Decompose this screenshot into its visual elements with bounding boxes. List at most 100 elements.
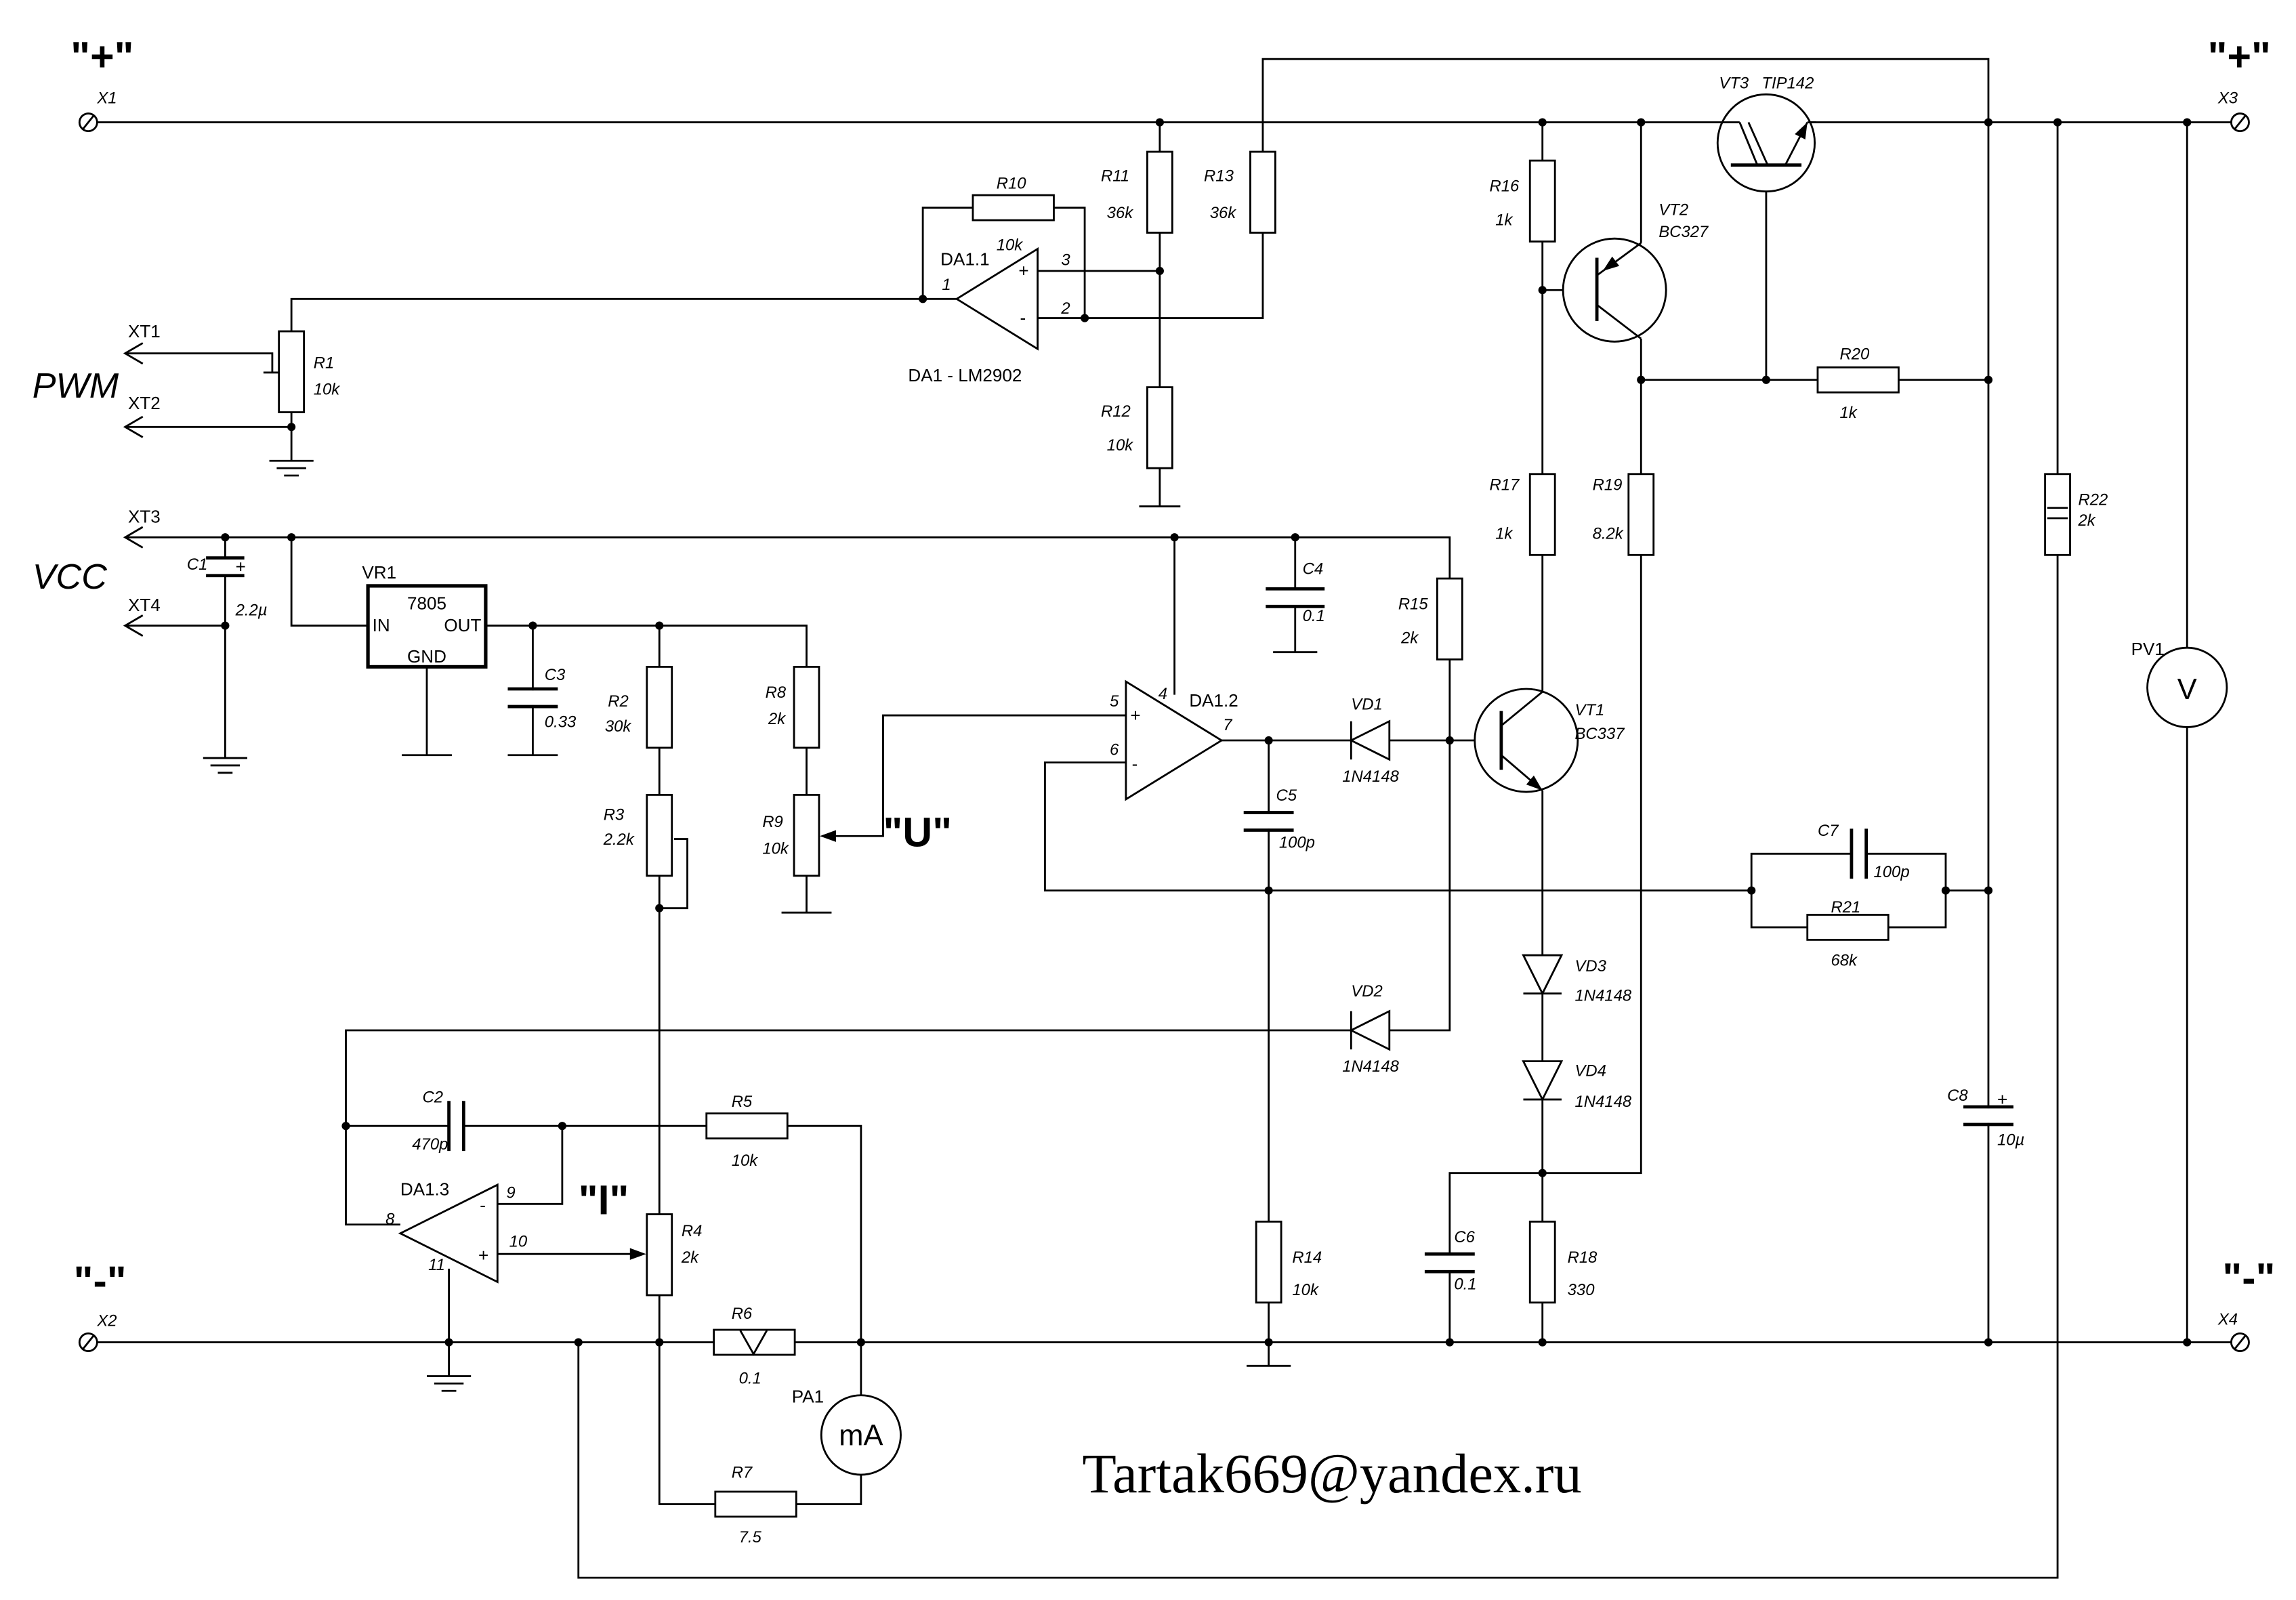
- da1-1-pin-out: 1: [942, 276, 951, 294]
- resistor-r18: [1528, 1220, 1556, 1304]
- line: [81, 114, 96, 131]
- resistor-body: [972, 194, 1055, 222]
- c6-value-label: 0.1: [1454, 1275, 1476, 1293]
- resistor-r4: [646, 1213, 673, 1297]
- junction-dot: [1984, 886, 1993, 895]
- resistor-r6: [713, 1328, 796, 1356]
- r19-value-label: 8.2k: [1593, 524, 1624, 543]
- r17-ref-label: R17: [1490, 476, 1521, 494]
- capacitor-c1: [206, 556, 245, 578]
- capacitor-c8: [1963, 1105, 2013, 1127]
- junction-dot: [287, 423, 296, 431]
- r6-value-label: 0.1: [739, 1369, 761, 1387]
- junction-dot: [528, 621, 537, 630]
- junction-dot: [558, 1122, 566, 1131]
- pwm-label: PWM: [33, 366, 119, 406]
- c4-ref-label: C4: [1303, 560, 1324, 578]
- r16-value-label: 1k: [1495, 211, 1513, 230]
- c6-ref-label: C6: [1454, 1228, 1475, 1246]
- r22-value-label: 2k: [2077, 511, 2095, 530]
- r21-ref-label: R21: [1831, 898, 1861, 917]
- resistor-body: [1528, 159, 1556, 243]
- wire: [577, 122, 2059, 1579]
- r21-value-label: 68k: [1831, 951, 1858, 969]
- connector-xt2-label: XT2: [128, 393, 161, 413]
- resistor-body: [1146, 150, 1173, 234]
- wire: [658, 625, 715, 1505]
- line: [2233, 114, 2247, 131]
- r11-value-label: 36k: [1107, 204, 1134, 222]
- r1-value-label: 10k: [314, 380, 341, 398]
- c2-ref-label: C2: [422, 1088, 443, 1106]
- r4-value-label: 2k: [681, 1248, 699, 1267]
- r12-ref-label: R12: [1101, 402, 1131, 421]
- resistor-body: [1146, 386, 1173, 469]
- r16-ref-label: R16: [1490, 177, 1520, 196]
- r10-ref-label: R10: [997, 174, 1027, 192]
- connector-xt4-label: XT4: [128, 595, 161, 615]
- diode-vd4: [1522, 1060, 1564, 1102]
- capacitor-c3: [507, 687, 558, 709]
- junction-dot: [1445, 736, 1454, 745]
- vcc-label: VCC: [33, 557, 107, 597]
- r14-ref-label: R14: [1292, 1248, 1322, 1267]
- resistor-body: [713, 1328, 796, 1356]
- resistor-r22: [2044, 473, 2071, 556]
- c7-value-label: 100p: [1874, 863, 1910, 881]
- voltmeter-symbol: V: [2177, 673, 2197, 706]
- resistor-body: [646, 1213, 673, 1297]
- r7-ref-label: R7: [732, 1463, 753, 1481]
- opamp-da1-2: [1125, 679, 1224, 801]
- r15-value-label: 2k: [1400, 629, 1419, 648]
- line: [1738, 122, 1759, 166]
- resistor-body: [1255, 1220, 1282, 1304]
- junction-dot: [1264, 1338, 1273, 1347]
- resistor-r13: [1249, 150, 1276, 234]
- c5-value-label: 100p: [1279, 834, 1315, 852]
- c4-value-label: 0.1: [1303, 607, 1325, 625]
- terminal-x1: [78, 112, 98, 133]
- c7-ref-label: C7: [1818, 822, 1839, 840]
- ground-symbol: [203, 757, 247, 774]
- junction-dot: [856, 1338, 865, 1347]
- terminal-x4-label: X4: [2217, 1310, 2238, 1328]
- opamp-da1-1: [955, 247, 1039, 351]
- resistor-r16: [1528, 159, 1556, 243]
- da1-1-minus-sign: -: [1020, 308, 1026, 328]
- vr1-out-pin: OUT: [444, 615, 481, 635]
- da1-1-pin-plus: 3: [1061, 251, 1070, 269]
- junction-dot: [1155, 266, 1164, 276]
- da1-1-label: DA1.1: [940, 249, 989, 269]
- r3-value-label: 2.2k: [603, 830, 635, 849]
- junction-dot: [1264, 736, 1273, 745]
- r8-ref-label: R8: [766, 683, 787, 702]
- capacitor-c7: [1850, 828, 1869, 879]
- resistor-body: [1528, 473, 1556, 556]
- wire: [346, 1124, 862, 1505]
- ground-symbol: [269, 459, 314, 477]
- junction-dot: [1637, 118, 1646, 127]
- junction-dot: [655, 621, 664, 630]
- r9-ref-label: R9: [762, 813, 783, 831]
- opamp-da1-3: [398, 1183, 499, 1284]
- resistor-r20: [1816, 366, 1900, 394]
- ammeter-symbol: mA: [839, 1420, 883, 1452]
- r20-ref-label: R20: [1840, 345, 1871, 363]
- resistor-body: [278, 330, 306, 413]
- terminal-x4: [2230, 1332, 2250, 1352]
- vd3-value-label: 1N4148: [1575, 987, 1632, 1005]
- resistor-r17: [1528, 473, 1556, 556]
- junction-dot: [1637, 375, 1646, 384]
- junction-dot: [1291, 533, 1299, 542]
- resistor-r8: [793, 665, 820, 749]
- vd1-ref-label: VD1: [1351, 695, 1382, 713]
- resistor-body: [1528, 1220, 1556, 1304]
- ammeter-pa1: [820, 1394, 902, 1476]
- c8-value-label: 10µ: [1997, 1131, 2024, 1149]
- voltage-adjust-label: "U": [883, 809, 952, 855]
- junction-dot: [221, 621, 230, 630]
- vt2-ref-label: VT2: [1658, 201, 1688, 219]
- terminal-x3: [2230, 112, 2250, 133]
- r11-ref-label: R11: [1101, 167, 1129, 185]
